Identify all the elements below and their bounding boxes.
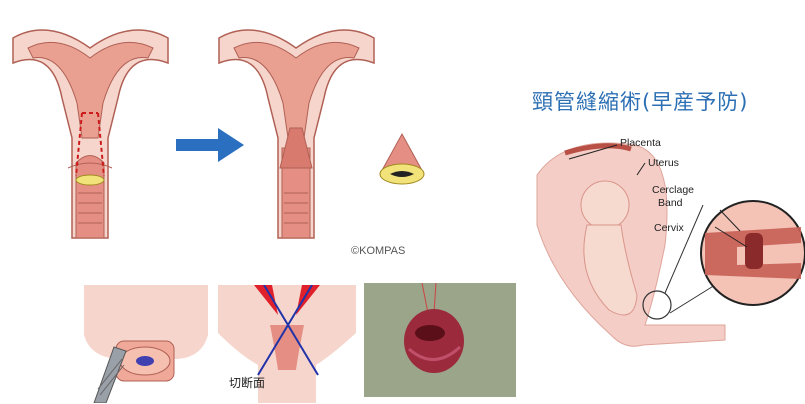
uterus-label: Uterus — [648, 157, 679, 169]
image-credit: ©KOMPAS — [351, 245, 405, 257]
cerclage-illustration — [525, 135, 805, 395]
page-title: 頸管縫縮術(早産予防) — [532, 86, 748, 116]
cervix-instrument-diagram — [82, 285, 210, 403]
cut-surface-label: 切断面 — [229, 374, 265, 391]
band-label: Band — [658, 197, 683, 209]
cervix-label: Cervix — [654, 222, 684, 234]
uterus-before-diagram — [8, 8, 173, 256]
placenta-label: Placenta — [620, 137, 661, 149]
cerclage-label: Cerclage — [652, 184, 694, 196]
excised-cone — [376, 132, 428, 190]
uterus-after-diagram — [214, 8, 379, 256]
specimen-photo — [364, 283, 516, 397]
